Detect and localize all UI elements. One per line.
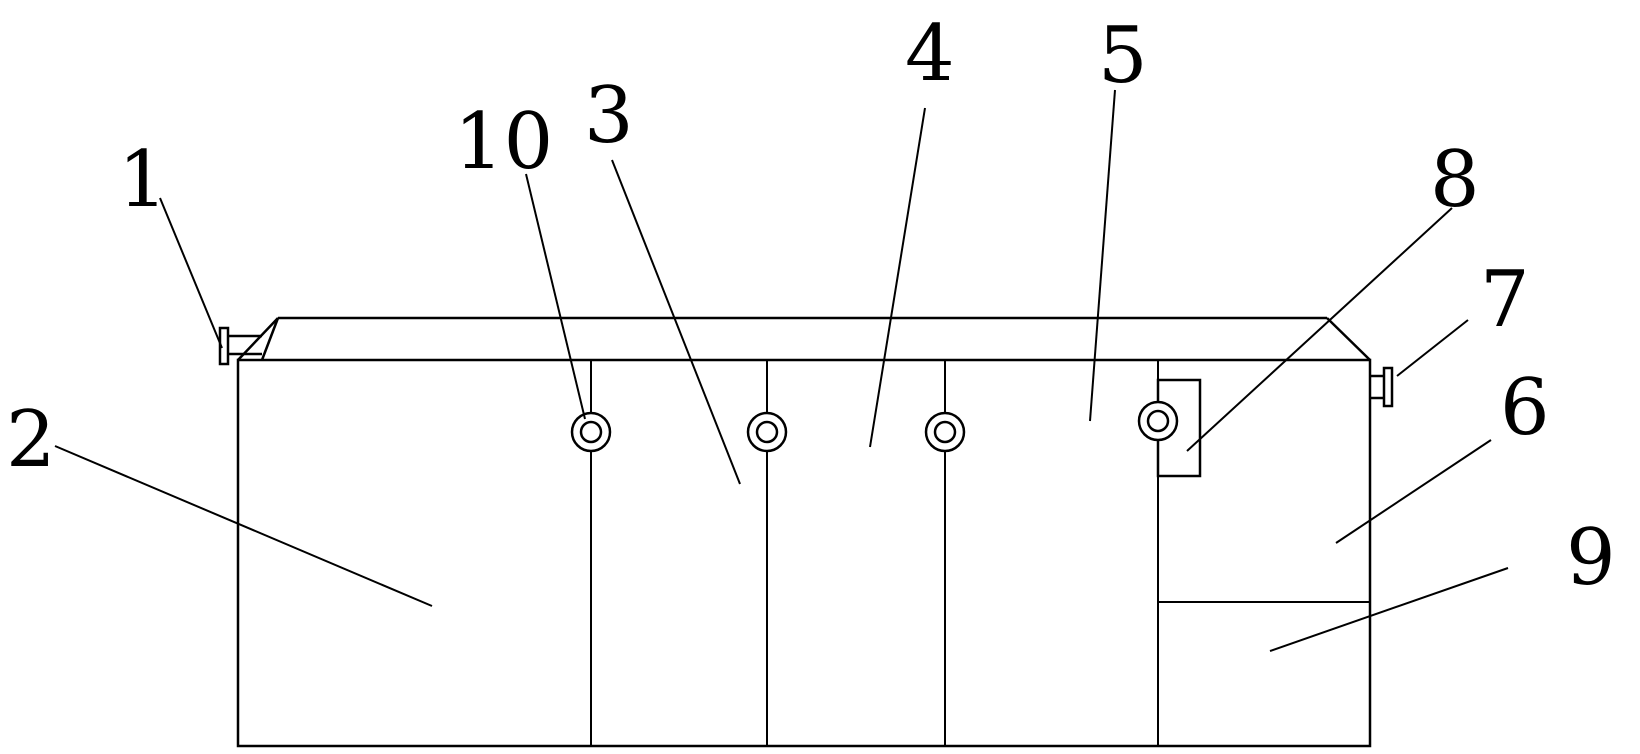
inlet-pipe [218, 326, 262, 366]
callout-6: 6 [1500, 363, 1550, 453]
leader-2 [54, 445, 433, 607]
leader-9 [1269, 567, 1509, 652]
callout-8: 8 [1430, 135, 1480, 225]
fitting-4 [1137, 400, 1179, 442]
leader-7 [1396, 319, 1469, 377]
fittings [570, 400, 1179, 453]
partitions [590, 360, 1370, 746]
leader-5 [1089, 89, 1116, 422]
inlet-flange [218, 326, 230, 366]
outlet-pipe [1370, 366, 1394, 408]
leader-3 [611, 159, 741, 485]
leader-lines [54, 89, 1509, 652]
tank-right-slant [1326, 317, 1371, 361]
leader-4 [869, 107, 926, 448]
callout-labels: 1 2 3 4 5 6 7 8 9 10 [6, 9, 1616, 603]
callout-1: 1 [118, 135, 168, 225]
callout-4: 4 [905, 9, 955, 99]
tank-inner-slant [260, 317, 280, 361]
callout-7: 7 [1480, 255, 1530, 345]
callout-9: 9 [1566, 513, 1616, 603]
leader-8 [1186, 207, 1453, 452]
leader-10 [525, 173, 586, 420]
callout-3: 3 [584, 71, 634, 161]
fitting-3 [924, 411, 966, 453]
fitting-1 [570, 411, 612, 453]
leader-1 [159, 197, 223, 349]
tank-front-face [236, 358, 1372, 748]
callout-2: 2 [6, 395, 56, 485]
outlet-flange [1382, 366, 1394, 408]
fitting-2 [746, 411, 788, 453]
tank-body [236, 316, 1372, 748]
callout-10: 10 [454, 97, 553, 187]
leader-6 [1335, 439, 1492, 544]
callout-5: 5 [1098, 11, 1148, 101]
